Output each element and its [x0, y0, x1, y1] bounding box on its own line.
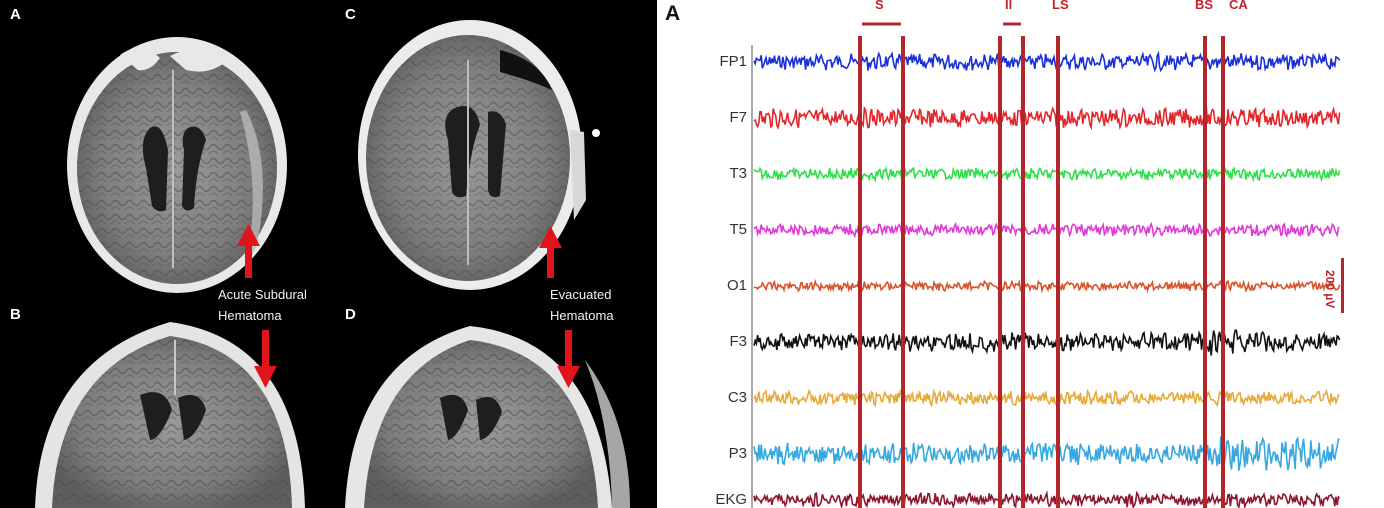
event-marker [1021, 36, 1025, 508]
channel-label: F7 [729, 109, 747, 126]
eeg-trace-p3 [753, 436, 1340, 471]
ct-image-a [67, 37, 287, 293]
ct-annotation-c: Evacuated Hematoma [550, 284, 614, 326]
event-marker [858, 36, 862, 508]
channel-label: EKG [715, 491, 747, 508]
ct-image-b [35, 322, 305, 508]
eeg-trace-t5 [753, 221, 1340, 239]
ct-scan-panel: A C B D Acute Subdural Hematoma Evacuate… [0, 0, 657, 508]
event-marker [1203, 36, 1207, 508]
ct-panel-letter-d: D [345, 306, 356, 323]
eeg-trace-ekg [753, 490, 1341, 508]
annotation-line: Hematoma [218, 308, 282, 323]
event-label: BS [1195, 0, 1214, 12]
annotation-line: Hematoma [550, 308, 614, 323]
ct-annotation-a: Acute Subdural Hematoma [218, 284, 307, 326]
ct-panel-letter-c: C [345, 6, 356, 23]
scale-bar [1341, 258, 1344, 313]
event-marker [998, 36, 1002, 508]
channel-label: F3 [729, 333, 747, 350]
eeg-traces [751, 22, 1344, 508]
channel-label: P3 [728, 445, 747, 462]
channel-label: T3 [729, 165, 747, 182]
event-label: LS [1052, 0, 1069, 12]
ct-image-d [345, 326, 630, 508]
eeg-trace-f3 [753, 329, 1341, 356]
event-label: II [1005, 0, 1013, 12]
ct-image-c [358, 20, 600, 290]
arrow-up-icon [237, 224, 260, 278]
arrow-up-icon [539, 226, 562, 278]
arrow-down-icon [557, 330, 580, 388]
ct-panel-letter-a: A [10, 6, 21, 23]
scale-bar-label: 200 µV [1323, 270, 1337, 309]
eeg-trace-t3 [753, 165, 1341, 184]
channel-label: T5 [729, 221, 747, 238]
eeg-trace-f7 [753, 105, 1341, 131]
ct-panel-letter-b: B [10, 306, 21, 323]
channel-label: C3 [727, 389, 747, 406]
event-marker [901, 36, 905, 508]
channel-label: O1 [726, 277, 747, 294]
channel-label: FP1 [719, 53, 747, 70]
eeg-trace-c3 [753, 388, 1340, 408]
eeg-trace-fp1 [753, 50, 1341, 73]
event-marker [1221, 36, 1225, 508]
annotation-line: Evacuated [550, 287, 612, 302]
event-label: S [875, 0, 884, 12]
arrow-down-icon [254, 330, 277, 388]
eeg-panel-letter: A [665, 2, 681, 25]
event-marker [1056, 36, 1060, 508]
ct-scan-images [35, 20, 630, 508]
eeg-trace-o1 [753, 278, 1341, 294]
event-label: CA [1229, 0, 1248, 12]
annotation-line: Acute Subdural [218, 287, 307, 302]
